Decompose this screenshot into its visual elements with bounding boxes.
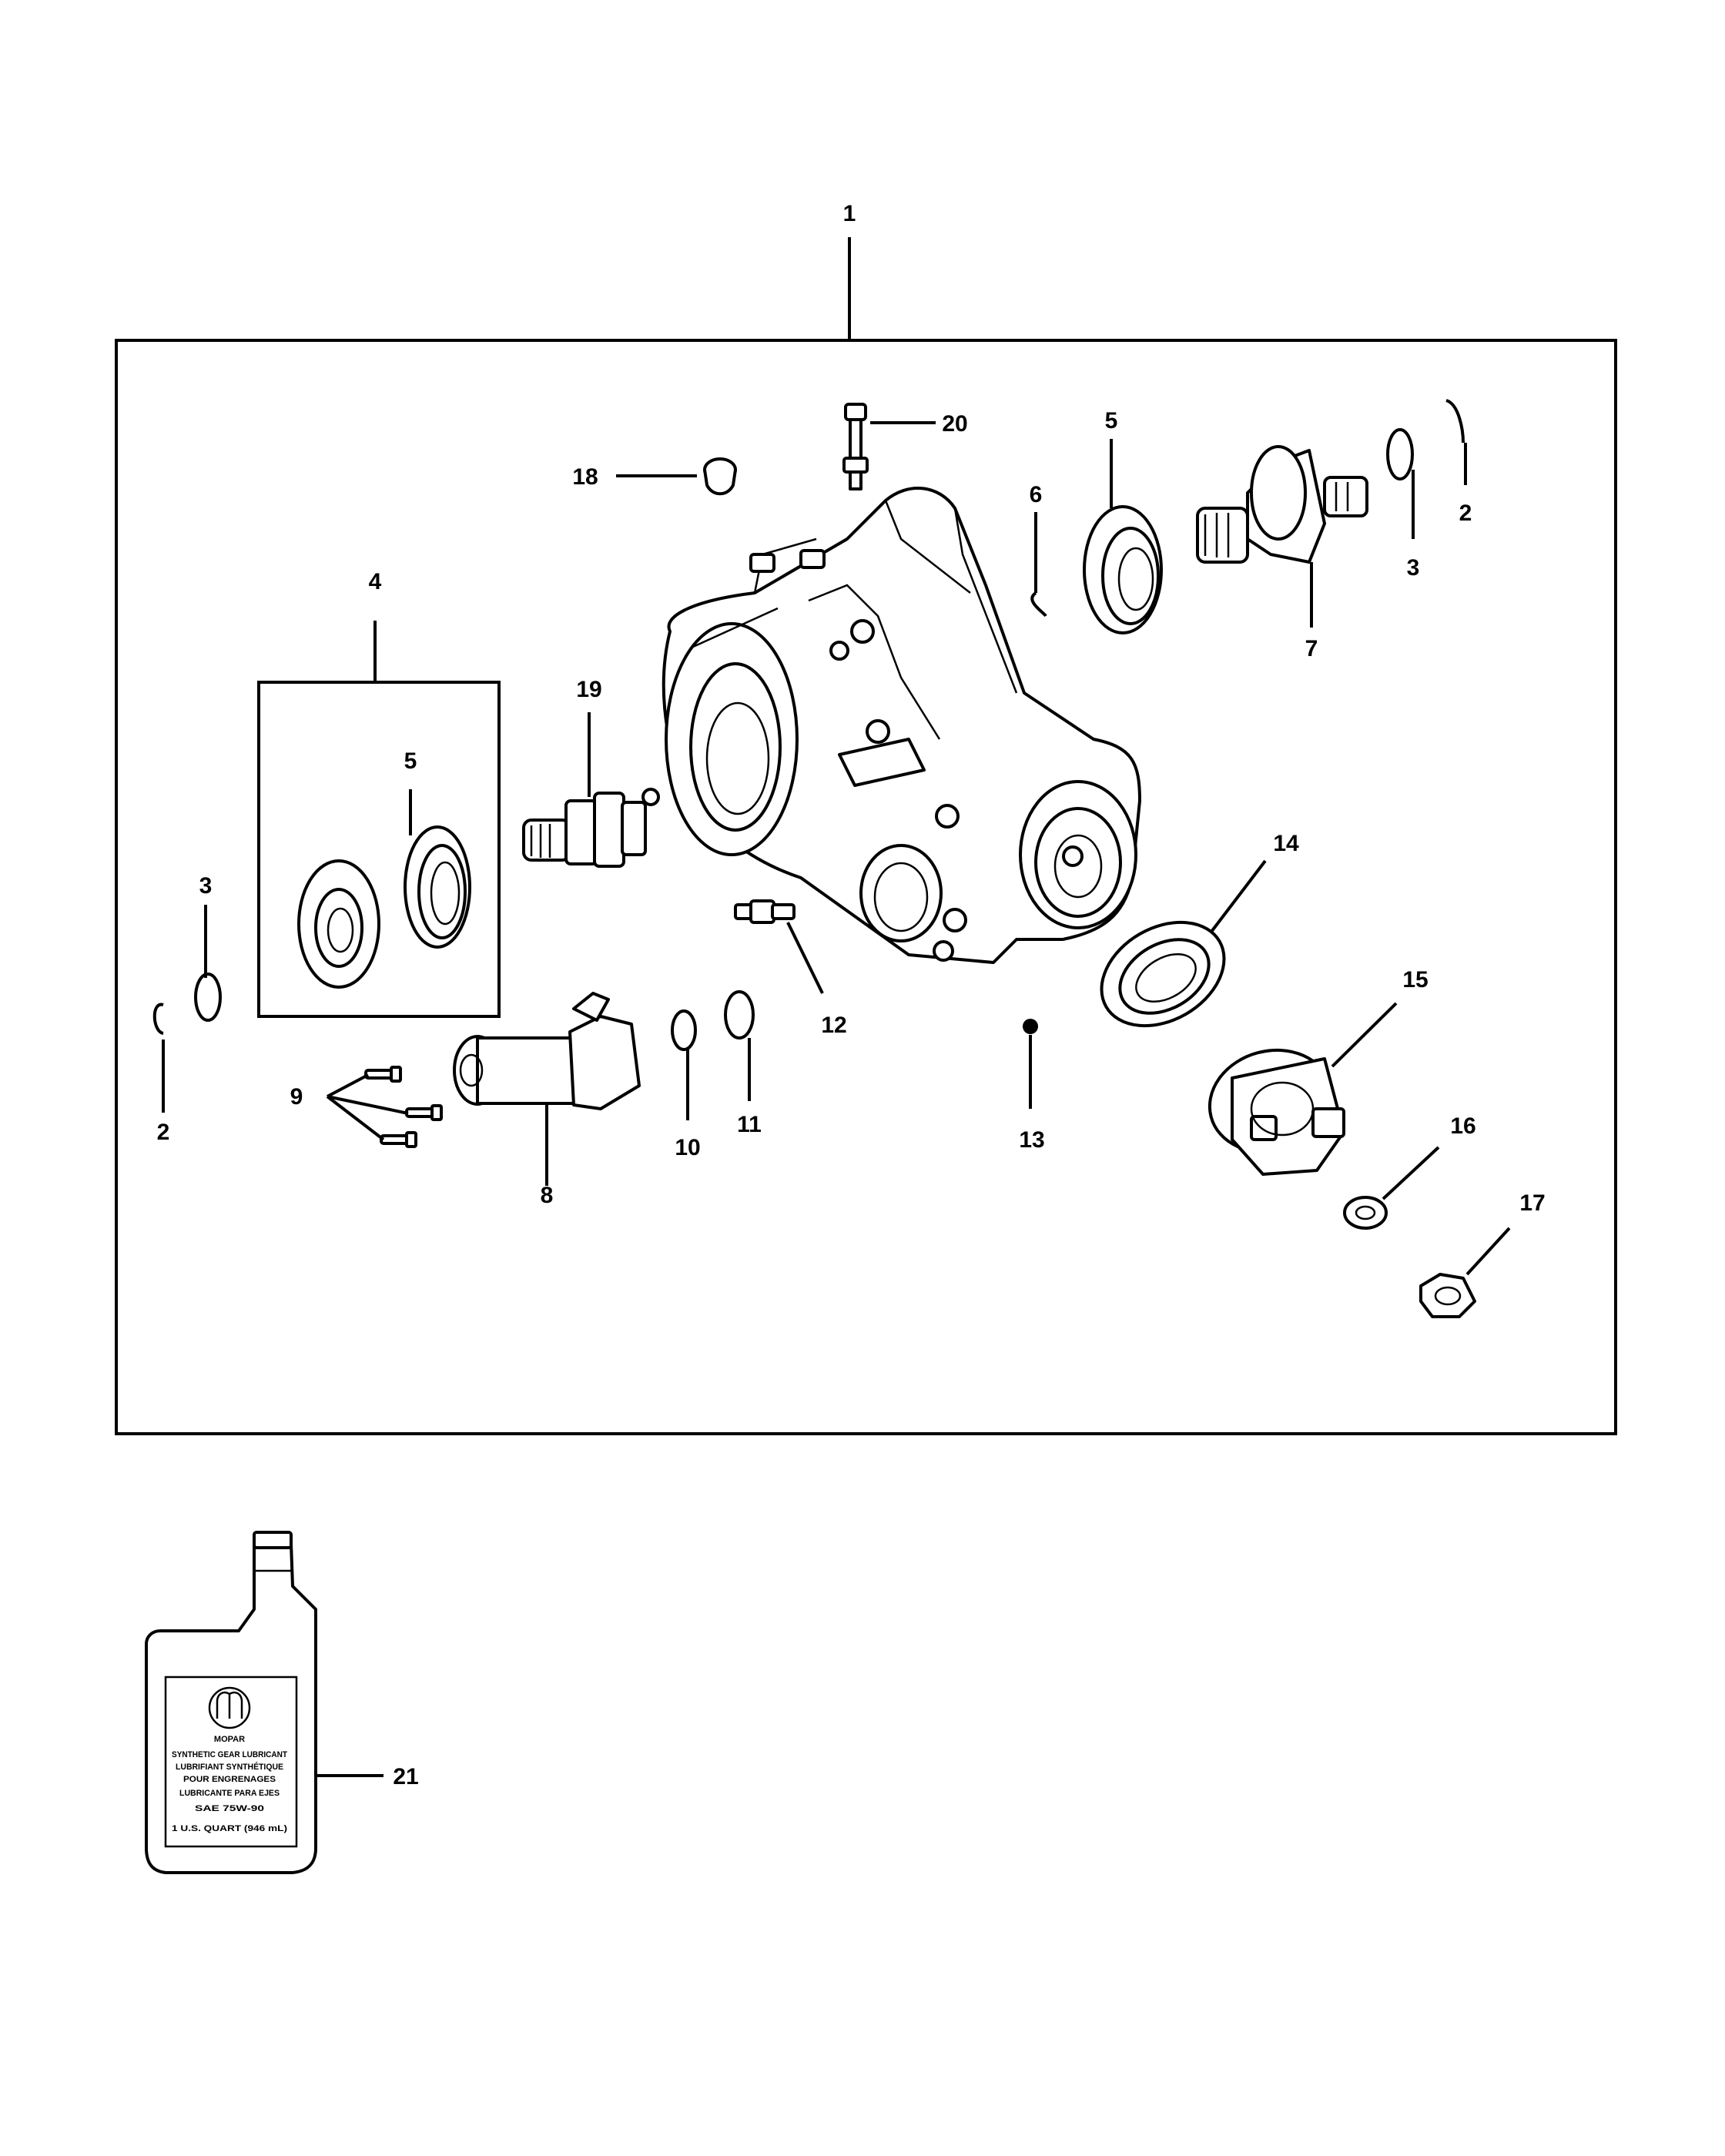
bearing-4 xyxy=(297,859,380,989)
callout-2-left: 2 xyxy=(157,1120,170,1145)
bottle-brand: MOPAR xyxy=(214,1735,245,1744)
callout-9: 9 xyxy=(290,1084,303,1110)
callout-2-right: 2 xyxy=(1459,500,1472,526)
screws-9 xyxy=(364,1066,443,1148)
bottle-label-line1: SYNTHETIC GEAR LUBRICANT xyxy=(172,1750,287,1759)
seal-5-right xyxy=(1083,505,1163,634)
callout-5-right: 5 xyxy=(1105,408,1118,434)
o-ring-10 xyxy=(671,1009,697,1051)
callout-3-right: 3 xyxy=(1407,555,1420,581)
o-ring-11 xyxy=(724,990,755,1040)
callout-20: 20 xyxy=(942,411,967,437)
yoke-15 xyxy=(1208,1048,1345,1176)
callout-18: 18 xyxy=(572,464,598,490)
callout-3-left: 3 xyxy=(199,873,213,899)
bottle-label-line4: LUBRICANTE PARA EJES xyxy=(179,1789,280,1798)
callout-16: 16 xyxy=(1450,1113,1475,1139)
bolt-20 xyxy=(842,403,869,490)
plug-18 xyxy=(703,457,737,496)
assembly-box xyxy=(115,339,1617,1435)
snap-ring-2-left xyxy=(152,1003,164,1035)
seal-14 xyxy=(1100,920,1226,1028)
sensor-12 xyxy=(734,899,796,924)
callout-12: 12 xyxy=(821,1013,846,1038)
callout-14: 14 xyxy=(1273,831,1299,856)
output-shaft-7 xyxy=(1196,445,1368,564)
o-ring-3-left xyxy=(194,973,222,1022)
lubricant-bottle-21 xyxy=(145,1531,317,1874)
kit-box-4 xyxy=(257,681,501,1018)
snap-ring-2-right xyxy=(1445,399,1465,444)
bottle-label-line3: POUR ENGRENAGES xyxy=(183,1775,276,1784)
callout-19: 19 xyxy=(576,677,601,702)
bottle-label-line2: LUBRIFIANT SYNTHÉTIQUE xyxy=(176,1762,283,1772)
snap-ring-6 xyxy=(1030,591,1047,618)
callout-11: 11 xyxy=(737,1112,762,1137)
callout-10: 10 xyxy=(675,1135,700,1160)
plug-13 xyxy=(1023,1019,1038,1034)
bottle-label-line5: SAE 75W-90 xyxy=(195,1804,264,1813)
nut-17 xyxy=(1419,1273,1476,1318)
washer-16 xyxy=(1343,1196,1388,1230)
callout-21: 21 xyxy=(393,1764,418,1789)
seal-5-left xyxy=(404,825,471,949)
o-ring-3-right xyxy=(1386,428,1414,480)
callout-8: 8 xyxy=(541,1183,554,1208)
shift-motor-8 xyxy=(453,992,641,1110)
callout-6: 6 xyxy=(1030,482,1043,507)
transfer-case-housing xyxy=(662,487,1141,964)
callout-15: 15 xyxy=(1402,967,1428,993)
input-shaft-19 xyxy=(522,788,660,868)
bottle-label-line6: 1 U.S. QUART (946 mL) xyxy=(172,1824,287,1833)
callout-4: 4 xyxy=(369,569,382,594)
callout-7: 7 xyxy=(1305,636,1318,661)
callout-1: 1 xyxy=(843,201,856,226)
callout-5-left: 5 xyxy=(404,748,417,774)
callout-13: 13 xyxy=(1019,1127,1044,1153)
callout-17: 17 xyxy=(1519,1190,1545,1216)
